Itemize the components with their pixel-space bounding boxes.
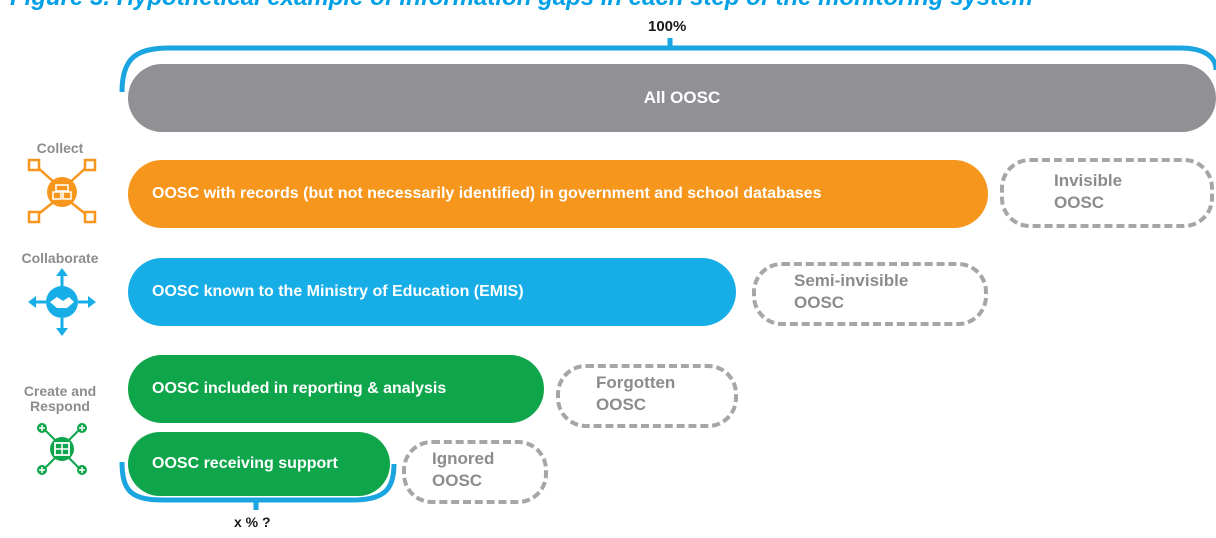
gap-forgotten-line2: OOSC [596,395,647,414]
bar-oosc-support-label: OOSC receiving support [152,455,338,472]
handshake-icon [28,268,96,336]
total-percent-label: 100% [648,18,687,35]
school-support-icon [37,423,87,475]
bar-all-oosc: All OOSC [128,64,1216,132]
bar-oosc-known-emis: OOSC known to the Ministry of Education … [128,258,736,326]
gap-invisible-line1: Invisible [1054,171,1123,190]
step-label-collect: Collect [36,140,84,156]
bar-all-oosc-label: All OOSC [643,88,721,107]
bar-oosc-with-records: OOSC with records (but not necessarily i… [128,160,988,228]
support-percent-label: x % ? [234,514,271,530]
bar-oosc-reporting: OOSC included in reporting & analysis [128,355,544,423]
gap-semi-invisible-oosc: Semi-invisible OOSC [752,262,988,326]
bar-oosc-known-emis-label: OOSC known to the Ministry of Education … [152,283,524,300]
gap-forgotten-oosc: Forgotten OOSC [556,364,738,428]
step-label-collaborate: Collaborate [21,250,99,266]
gap-ignored-line2: OOSC [432,471,483,490]
step-label-create-respond: Create and Respond [23,383,97,414]
gap-invisible-line2: OOSC [1054,193,1105,212]
figure-caption: Figure 3. Hypothetical example of inform… [10,0,1033,12]
gap-forgotten-line1: Forgotten [596,373,676,392]
database-network-icon [27,158,97,224]
gap-semi-line1: Semi-invisible [794,271,909,290]
gap-invisible-oosc: Invisible OOSC [1000,158,1214,228]
gap-semi-line2: OOSC [794,293,845,312]
bar-oosc-support: OOSC receiving support [128,432,390,496]
gap-ignored-oosc: Ignored OOSC [402,440,548,504]
bar-oosc-reporting-label: OOSC included in reporting & analysis [152,380,447,397]
bar-oosc-with-records-label: OOSC with records (but not necessarily i… [152,185,822,202]
gap-ignored-line1: Ignored [432,449,495,468]
